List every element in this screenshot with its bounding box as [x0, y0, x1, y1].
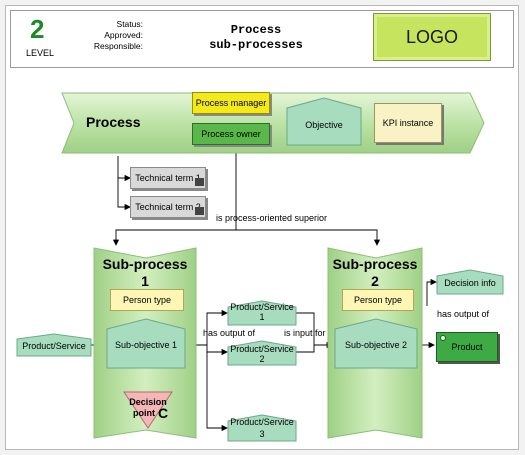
ps2-line1: Product/Service	[230, 344, 294, 354]
subprocess-2-title-line1: Sub-process	[332, 256, 418, 272]
product-corner-icon	[440, 335, 446, 341]
responsible-label: Responsible:	[93, 41, 143, 51]
subprocess-2-objective-shape[interactable]	[334, 317, 418, 369]
header-title-line1: Process	[230, 23, 282, 37]
product-box[interactable]: Product	[436, 332, 498, 362]
decision-point-line1: Decision	[129, 397, 167, 407]
technical-term-1[interactable]: Technical term 1	[130, 167, 206, 189]
connector-layer	[90, 153, 437, 432]
edge-ps2-sp2	[295, 345, 315, 353]
decision-info-label: Decision info	[444, 277, 496, 288]
input-product-shape[interactable]	[16, 333, 92, 357]
process-label: Process	[86, 114, 141, 130]
objective-shape[interactable]	[286, 96, 362, 146]
process-manager-box[interactable]: Process manager	[192, 92, 270, 114]
ps1-line1: Product/Service	[230, 302, 294, 312]
decision-info-shape[interactable]	[436, 269, 504, 295]
subprocess-1-objective-label: Sub-objective 1	[114, 339, 178, 350]
ps3-line1: Product/Service	[230, 417, 294, 427]
ps3-shape[interactable]	[227, 414, 297, 442]
subprocess-2-person-type[interactable]: Person type	[342, 289, 414, 311]
subprocess-1-title-line1: Sub-process	[102, 256, 188, 272]
process-owner-box[interactable]: Process owner	[192, 123, 270, 145]
ps2-shape[interactable]	[227, 340, 297, 366]
edge-label-is-input-for: is input for	[284, 328, 326, 338]
superior-edge-label: is process-oriented superior	[216, 213, 328, 223]
edge-sp1-ps3	[206, 352, 228, 432]
ps3-line2: 3	[259, 429, 265, 439]
edge-sp1-ps2	[206, 345, 228, 356]
edge-process-term1	[117, 156, 131, 182]
edge-superior-sp2	[236, 229, 381, 246]
logo-box: LOGO	[373, 13, 491, 61]
ps2-line2: 2	[259, 354, 265, 364]
status-label: Status:	[116, 19, 143, 29]
subprocess-1-title-line2: 1	[141, 273, 149, 289]
technical-term-2[interactable]: Technical term 2	[130, 196, 206, 218]
objective-label: Objective	[305, 119, 343, 130]
edge-ps1-sp2	[295, 312, 333, 349]
term-icon-2	[195, 207, 204, 215]
decision-c-icon: C	[158, 405, 169, 421]
header-title-line2: sub-processes	[209, 38, 303, 52]
decision-point-line2: point	[133, 408, 155, 418]
subprocess-1-objective-shape[interactable]	[106, 317, 186, 369]
diagram-frame: 2 LEVEL Status: Approved: Responsible: P…	[5, 5, 519, 450]
decision-point-shape[interactable]	[122, 390, 174, 430]
ps1-line2: 1	[259, 312, 265, 322]
subprocess-1-person-type[interactable]: Person type	[110, 289, 184, 311]
edge-sp1-ps1	[206, 309, 228, 345]
term-icon-1	[195, 178, 204, 186]
approved-label: Approved:	[104, 30, 143, 40]
edge-label-has-output-of-1: has output of	[203, 328, 256, 338]
subprocess-2-title-line2: 2	[371, 273, 379, 289]
logo-text: LOGO	[405, 26, 458, 47]
input-product-label: Product/Service	[22, 340, 86, 351]
level-number: 2	[30, 14, 45, 44]
kpi-instance-box[interactable]: KPI instance	[374, 103, 442, 143]
ps1-shape[interactable]	[227, 300, 297, 326]
edge-superior-sp1	[112, 153, 237, 246]
level-label: LEVEL	[26, 48, 55, 58]
edge-label-has-output-of-2: has output of	[437, 309, 490, 319]
edge-process-term2	[117, 178, 131, 211]
edge-sp2-decision-info	[426, 278, 437, 306]
subprocess-2-objective-label: Sub-objective 2	[344, 339, 408, 350]
